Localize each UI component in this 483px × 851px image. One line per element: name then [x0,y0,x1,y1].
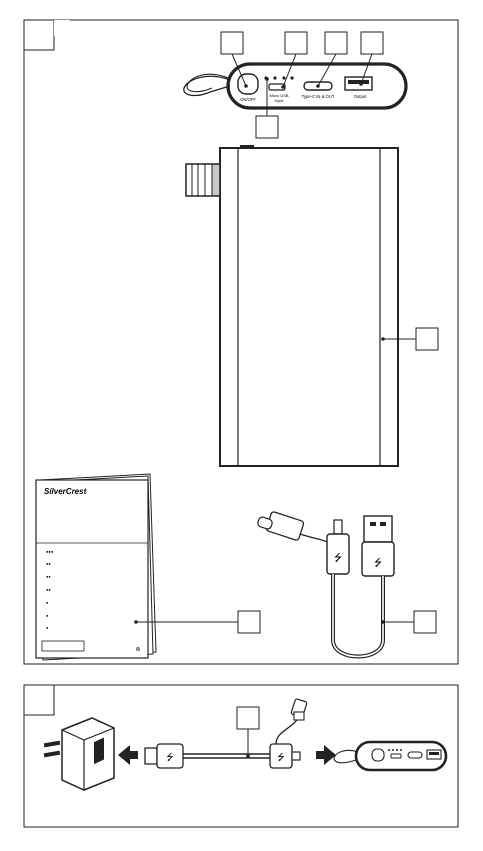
manual-footer: ⊛ [135,647,140,653]
panel-a-label-box [24,20,54,50]
powerbank-top-view: ON/OFF Micro USB Input Type-C IN & OUT O… [184,64,406,108]
svg-text:⭍: ⭍ [166,752,174,762]
usb-cable: ⭍ ⭍ [257,511,436,656]
callout-1 [221,32,243,54]
micro-connector [334,520,342,534]
cable-usb-a-plug: ⭍ [145,744,183,768]
svg-text:⭍: ⭍ [334,552,342,564]
panel-b: ⭍ ⭍ [24,685,458,827]
callout-6 [416,328,438,350]
callout-2 [285,32,307,54]
panel-b-callout [237,707,259,729]
micro-usb-label-2: Input [275,98,285,103]
powerbank-small [334,742,446,770]
cable-micro-plug: ⭍ [270,699,307,768]
callout-7 [238,611,260,633]
powerbank-front-view [186,145,438,466]
right-arrow [316,745,336,765]
lanyard-side [186,164,220,196]
manual-line-1: ●●● [46,549,54,554]
svg-text:⭍: ⭍ [277,752,285,762]
onoff-button [238,74,258,94]
lanyard-loop [184,76,230,95]
usb-a-connector [364,516,392,542]
led-3 [282,76,285,79]
callout-3 [325,32,347,54]
manual-line-2: ●● [46,561,51,566]
panel-a: ON/OFF Micro USB Input Type-C IN & OUT O… [24,20,458,664]
manual-line-3: ●● [46,574,51,579]
type-c-label: Type-C IN & OUT [302,94,335,99]
callout-8 [414,611,436,633]
output-label: Output [354,94,367,99]
manual-line-4: ●● [46,587,51,592]
callout-4 [361,32,383,54]
led-2 [273,76,276,79]
left-arrow [118,745,138,765]
manual-cover [36,480,148,658]
powerbank-body [220,148,398,466]
manual-brand: SilverCrest [44,487,87,496]
panel-b-label-box [24,685,54,715]
user-manual: SilverCrest ●●● ●● ●● ●● ● ● ● ⊛ [36,474,260,660]
svg-text:⭍: ⭍ [374,557,382,569]
wall-charger [44,718,114,790]
onoff-label: ON/OFF [240,97,256,102]
callout-5 [256,116,278,138]
led-4 [290,76,293,79]
